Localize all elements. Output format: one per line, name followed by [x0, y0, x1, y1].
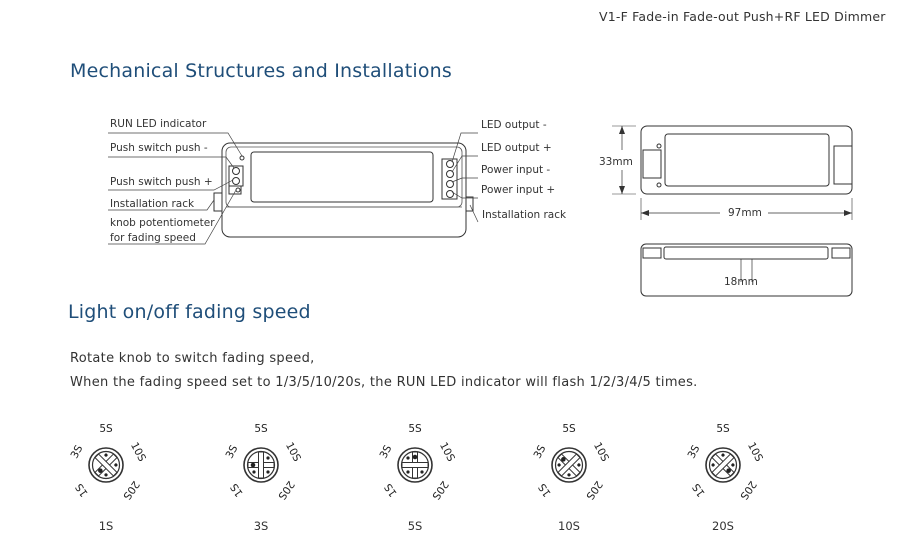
dial-label: 1S: [73, 481, 91, 499]
section-title-fading: Light on/off fading speed: [68, 301, 311, 323]
knob-pointer: [98, 468, 103, 473]
knob-caption: 5S: [407, 519, 423, 533]
dial-label: 1S: [536, 481, 554, 499]
label-installation-rack-right: Installation rack: [482, 209, 567, 221]
fading-knob: 5S 10S 20S 1S 3S: [686, 423, 766, 502]
dial-label: 3S: [69, 443, 86, 461]
dial-label: 10S: [283, 440, 303, 464]
knob-inner: [708, 450, 738, 480]
label-knob-potentiometer: knob potentiometer: [110, 217, 215, 229]
knob-slot: [401, 451, 429, 479]
knob-caption: 20S: [712, 519, 734, 533]
knob-inner: [554, 450, 584, 480]
dial-label: 20S: [737, 478, 759, 502]
knob-slot: [247, 451, 275, 479]
label-push-plus: Push switch push +: [110, 176, 213, 188]
dial-label: 20S: [583, 478, 605, 502]
section-title-mechanical: Mechanical Structures and Installations: [70, 60, 452, 82]
dial-label: 5S: [408, 423, 422, 435]
label-power-input-plus: Power input +: [481, 184, 556, 196]
dial-label: 1S: [228, 481, 246, 499]
label-led-output-minus: LED output -: [481, 119, 547, 131]
dial-label: 1S: [690, 481, 708, 499]
label-installation-rack-left: Installation rack: [110, 198, 195, 210]
description-line-2: When the fading speed set to 1/3/5/10/20…: [70, 375, 698, 390]
dial-label: 10S: [128, 440, 148, 464]
dial-label: 1S: [382, 481, 400, 499]
dial-label: 5S: [99, 423, 113, 435]
knob-inner: [91, 450, 121, 480]
dim-height: 33mm: [599, 156, 633, 168]
dial-label: 5S: [254, 423, 268, 435]
dial-label: 10S: [745, 440, 765, 464]
knob-pointer: [561, 457, 566, 462]
knob-pointer: [250, 462, 256, 468]
dial-label: 10S: [591, 440, 611, 464]
dim-length: 97mm: [728, 207, 762, 219]
knob-slot: [711, 453, 735, 477]
fading-knob: 5S 10S 20S 1S 3S: [69, 423, 149, 502]
fading-knob: 5S 10S 20S 1S 3S: [532, 423, 612, 502]
fading-knob: 5S 10S 20S 1S 3S: [224, 423, 304, 502]
knob-caption: 3S: [253, 519, 269, 533]
dial-label: 5S: [562, 423, 576, 435]
dial-label: 3S: [686, 443, 703, 461]
document-header: V1-F Fade-in Fade-out Push+RF LED Dimmer: [599, 9, 886, 24]
knob-pointer: [412, 454, 418, 460]
description-line-1: Rotate knob to switch fading speed,: [70, 351, 315, 366]
fading-knob: 5S 10S 20S 1S 3S: [378, 423, 458, 502]
label-led-output-plus: LED output +: [481, 142, 552, 154]
knob-caption: 1S: [98, 519, 114, 533]
label-fading-speed: for fading speed: [110, 232, 196, 244]
dial-label: 5S: [716, 423, 730, 435]
dial-label: 20S: [120, 478, 142, 502]
dial-label: 3S: [224, 443, 241, 461]
label-run-led: RUN LED indicator: [110, 118, 207, 130]
dial-label: 3S: [378, 443, 395, 461]
dial-label: 10S: [437, 440, 457, 464]
knob-slot: [94, 453, 118, 477]
knob-caption: 10S: [558, 519, 580, 533]
dial-label: 20S: [275, 478, 297, 502]
label-power-input-minus: Power input -: [481, 164, 551, 176]
knob-pointer: [726, 468, 731, 473]
dial-label: 20S: [429, 478, 451, 502]
dial-label: 3S: [532, 443, 549, 461]
dim-depth: 18mm: [724, 276, 758, 288]
label-push-minus: Push switch push -: [110, 142, 208, 154]
knob-slot: [557, 453, 581, 477]
